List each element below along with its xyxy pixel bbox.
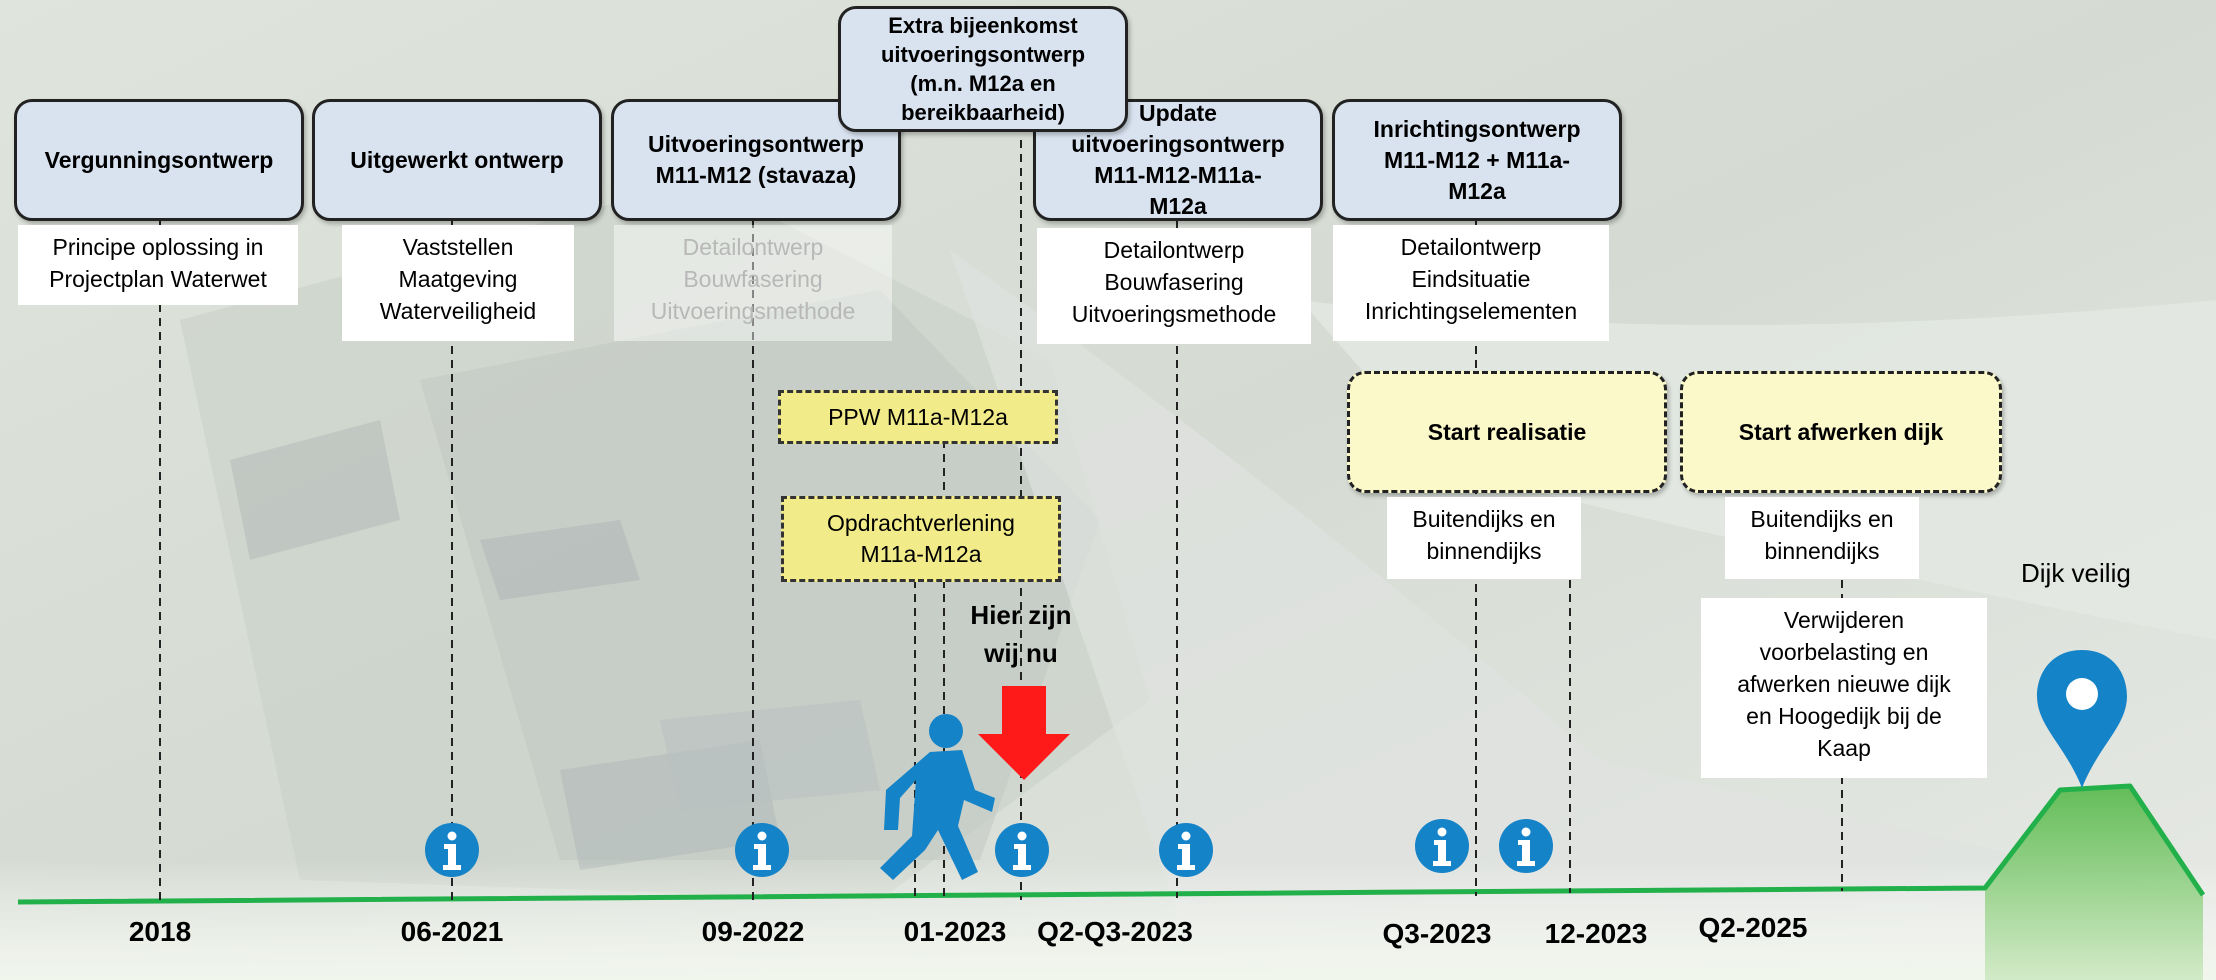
date-label: Q2-2025 (1698, 912, 1808, 943)
stage-header-extra-bijeenkomst: Extra bijeenkomst uitvoeringsontwerp (m.… (838, 6, 1128, 132)
milestone-description: Buitendijks en binnendijks (1387, 497, 1581, 579)
milestone-start-realisatie: Start realisatie (1347, 371, 1667, 493)
info-icon[interactable] (424, 810, 480, 890)
end-label: Dijk veilig (2021, 558, 2131, 588)
stage-description: Detailontwerp Bouwfasering Uitvoeringsme… (1037, 228, 1311, 344)
stage-header-update-uitvoeringsontwerp: Update uitvoeringsontwerp M11-M12-M11a- … (1033, 99, 1323, 221)
date-label: 06-2021 (400, 916, 504, 947)
ppw-box: PPW M11a-M12a (778, 390, 1058, 444)
stage-description: Detailontwerp Bouwfasering Uitvoeringsme… (614, 225, 892, 341)
stage-header-uitvoeringsontwerp: Uitvoeringsontwerp M11-M12 (stavaza) (611, 99, 901, 221)
stage-header-uitgewerkt-ontwerp: Uitgewerkt ontwerp (312, 99, 602, 221)
map-pin-icon (2037, 650, 2127, 788)
date-label: Q3-2023 (1382, 918, 1492, 949)
stage-description: Principe oplossing in Projectplan Waterw… (18, 225, 298, 305)
info-icon[interactable] (1158, 810, 1214, 890)
afwerken-description: Verwijderen voorbelasting en afwerken ni… (1701, 598, 1987, 778)
opdrachtverlening-box: Opdrachtverlening M11a-M12a (781, 496, 1061, 582)
stage-description: Detailontwerp Eindsituatie Inrichtingsel… (1333, 225, 1609, 341)
info-icon[interactable] (734, 810, 790, 890)
info-icon[interactable] (994, 810, 1050, 890)
milestone-start-afwerken-dijk: Start afwerken dijk (1680, 371, 2002, 493)
milestone-description: Buitendijks en binnendijks (1725, 497, 1919, 579)
stage-header-vergunningsontwerp: Vergunningsontwerp (14, 99, 304, 221)
walking-person-icon (880, 714, 995, 880)
current-position-arrow-icon (978, 686, 1070, 780)
date-label: 09-2022 (701, 916, 805, 947)
date-label: Q2-Q3-2023 (1037, 916, 1193, 947)
date-label: 01-2023 (903, 916, 1007, 947)
stage-header-inrichtingsontwerp: Inrichtingsontwerp M11-M12 + M11a- M12a (1332, 99, 1622, 221)
info-icon[interactable] (1498, 806, 1554, 886)
current-position-label: Hier zijn wij nu (970, 600, 1072, 668)
timeline-line (17, 783, 2206, 905)
date-label: 12-2023 (1544, 918, 1648, 949)
info-icon[interactable] (1414, 806, 1470, 886)
stage-description: Vaststellen Maatgeving Waterveiligheid (342, 225, 574, 341)
date-label: 2018 (128, 916, 192, 947)
